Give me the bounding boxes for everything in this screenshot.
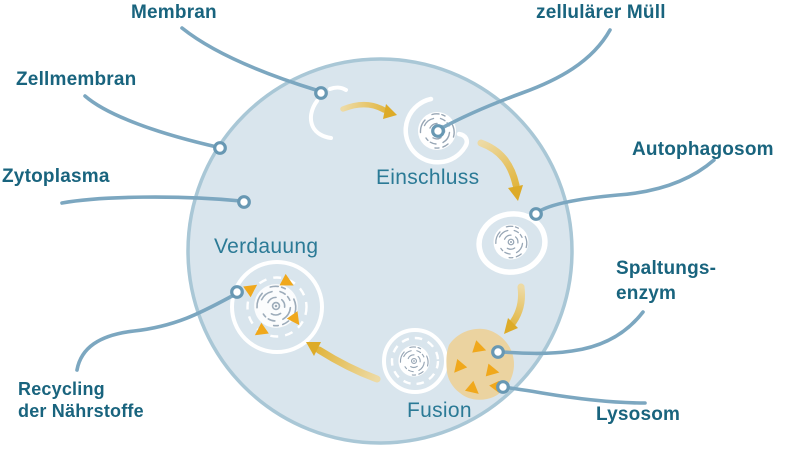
verdauung-inner-membrane	[246, 276, 308, 338]
endpoint-zytoplasma-icon	[237, 195, 251, 209]
arrow-fusion-to-verdauung-icon	[315, 346, 381, 383]
callout-spaltungsenzym: Spaltungs- enzym	[616, 256, 716, 306]
endpoint-autophagosom-icon	[529, 207, 543, 221]
callout-spaltungsenzym-line1: Spaltungs-	[616, 258, 717, 279]
stage-label-einschluss: Einschluss	[376, 166, 480, 189]
callout-zellmembran: Zellmembran	[16, 69, 137, 90]
leader-spaltungsenzym	[500, 310, 645, 356]
arrowhead-icon	[383, 104, 397, 119]
verdauung-debris	[253, 283, 299, 329]
arrow-einschluss-to-autophagosom-icon	[477, 139, 520, 189]
leader-lysosom	[503, 385, 647, 405]
fusion-vesicle-inner-membrane	[390, 336, 440, 386]
cycle-arrows	[306, 101, 525, 383]
arrowhead-icon	[306, 342, 321, 356]
einschluss-vesicle	[403, 96, 469, 165]
fusion-vesicle	[382, 328, 448, 394]
callout-endpoints	[213, 86, 543, 394]
verdauung-vesicle	[230, 260, 324, 354]
arrow-membran-to-einschluss-icon	[340, 101, 387, 113]
callout-membran: Membran	[131, 2, 217, 23]
callout-lysosom: Lysosom	[596, 404, 681, 425]
leader-autophagosom	[536, 158, 716, 214]
leader-zellmembran	[83, 94, 219, 149]
autophagosom-vesicle	[476, 211, 548, 275]
callout-autophagosom: Autophagosom	[632, 139, 774, 160]
endpoint-lysosom-icon	[496, 380, 510, 394]
callout-spaltungsenzym-line2: enzym	[616, 283, 677, 304]
arrow-autophagosom-to-fusion-icon	[507, 283, 525, 329]
stage-label-fusion: Fusion	[407, 399, 472, 422]
leader-zellulaerer-muell	[438, 28, 612, 131]
endpoint-spaltungsenzym-icon	[491, 345, 505, 359]
leader-recycling	[75, 293, 236, 372]
autophagosom-debris	[492, 223, 530, 261]
endpoint-zellmembran-icon	[213, 141, 227, 155]
callout-zellulaerer-muell: zellulärer Müll	[536, 2, 666, 23]
leader-membran	[180, 26, 318, 92]
callout-recycling-line1: Recycling	[18, 379, 105, 399]
callout-zytoplasma: Zytoplasma	[2, 166, 110, 187]
endpoint-zellulaerer-muell-icon	[431, 124, 445, 138]
membrane-fragment	[308, 85, 348, 140]
fusion-debris	[397, 344, 431, 378]
callout-recycling: Recycling der Nährstoffe	[18, 378, 144, 422]
leader-zytoplasma	[60, 195, 243, 205]
endpoint-recycling-icon	[230, 285, 244, 299]
callout-leader-lines	[60, 26, 716, 405]
stage-label-verdauung: Verdauung	[214, 235, 319, 258]
arrowhead-icon	[504, 318, 518, 334]
callout-recycling-line2: der Nährstoffe	[18, 401, 144, 421]
endpoint-membran-icon	[314, 86, 328, 100]
arrowhead-icon	[508, 185, 523, 201]
